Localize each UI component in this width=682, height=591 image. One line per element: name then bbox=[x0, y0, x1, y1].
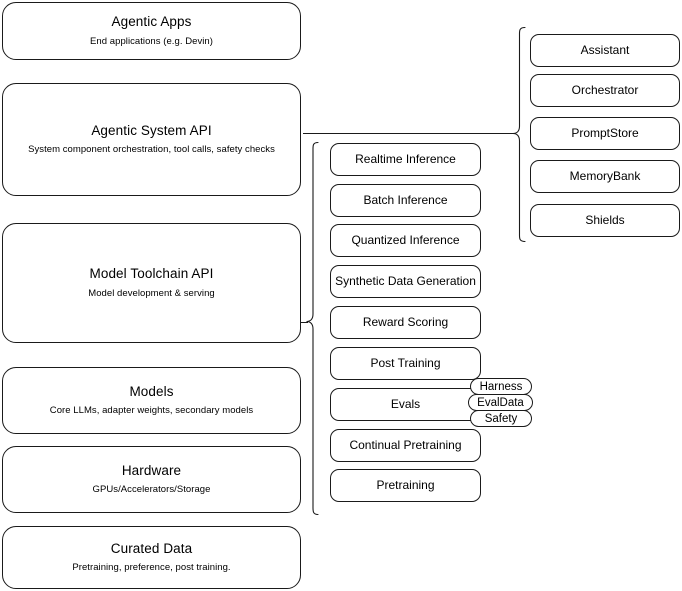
component-synthetic-data-generation[interactable]: Synthetic Data Generation bbox=[330, 265, 481, 298]
component-label: MemoryBank bbox=[569, 169, 641, 184]
component-label: Quantized Inference bbox=[351, 233, 460, 248]
component-memorybank[interactable]: MemoryBank bbox=[530, 160, 680, 193]
system-components-brace bbox=[512, 26, 526, 244]
component-pretraining[interactable]: Pretraining bbox=[330, 469, 481, 502]
component-label: Reward Scoring bbox=[362, 315, 449, 330]
component-label: Batch Inference bbox=[363, 193, 448, 208]
component-reward-scoring[interactable]: Reward Scoring bbox=[330, 306, 481, 339]
component-quantized-inference[interactable]: Quantized Inference bbox=[330, 224, 481, 257]
component-label: Realtime Inference bbox=[355, 152, 456, 167]
toolchain-components-brace bbox=[303, 141, 319, 517]
layer-subtitle: End applications (e.g. Devin) bbox=[90, 35, 213, 47]
layer-curated-data: Curated Data Pretraining, preference, po… bbox=[2, 526, 301, 589]
component-shields[interactable]: Shields bbox=[530, 204, 680, 237]
layer-title: Agentic Apps bbox=[111, 14, 192, 30]
component-realtime-inference[interactable]: Realtime Inference bbox=[330, 143, 481, 176]
evals-subcomponent-label: Safety bbox=[484, 412, 518, 425]
layer-title: Curated Data bbox=[110, 540, 193, 556]
layer-subtitle: Model development & serving bbox=[88, 287, 215, 299]
system-api-connector-line bbox=[303, 133, 515, 134]
evals-subcomponent-harness[interactable]: Harness bbox=[470, 378, 532, 395]
component-label: Continual Pretraining bbox=[349, 438, 462, 453]
layer-subtitle: GPUs/Accelerators/Storage bbox=[92, 484, 211, 496]
evals-subcomponent-safety[interactable]: Safety bbox=[470, 410, 532, 427]
layer-title: Model Toolchain API bbox=[89, 266, 214, 282]
layer-title: Hardware bbox=[121, 462, 182, 478]
layer-models: Models Core LLMs, adapter weights, secon… bbox=[2, 367, 301, 434]
layer-agentic-system-api: Agentic System API System component orch… bbox=[2, 83, 301, 196]
component-label: Evals bbox=[390, 397, 421, 412]
component-evals[interactable]: Evals bbox=[330, 388, 481, 421]
component-promptstore[interactable]: PromptStore bbox=[530, 117, 680, 150]
evals-subcomponent-label: EvalData bbox=[477, 396, 524, 409]
layer-subtitle: System component orchestration, tool cal… bbox=[28, 144, 275, 156]
component-label: Pretraining bbox=[376, 478, 435, 493]
component-label: Orchestrator bbox=[571, 83, 639, 98]
layer-subtitle: Core LLMs, adapter weights, secondary mo… bbox=[49, 405, 254, 417]
component-label: Post Training bbox=[370, 356, 441, 371]
layer-agentic-apps: Agentic Apps End applications (e.g. Devi… bbox=[2, 2, 301, 60]
component-label: Synthetic Data Generation bbox=[335, 274, 476, 289]
component-label: PromptStore bbox=[571, 126, 639, 141]
layer-title: Models bbox=[129, 383, 174, 399]
evals-subcomponent-label: Harness bbox=[479, 380, 523, 393]
component-continual-pretraining[interactable]: Continual Pretraining bbox=[330, 429, 481, 462]
component-label: Assistant bbox=[580, 43, 630, 58]
evals-subcomponent-evaldata[interactable]: EvalData bbox=[468, 394, 533, 411]
component-assistant[interactable]: Assistant bbox=[530, 34, 680, 67]
layer-subtitle: Pretraining, preference, post training. bbox=[72, 562, 231, 574]
layer-title: Agentic System API bbox=[91, 122, 212, 138]
toolchain-api-connector-line bbox=[300, 322, 308, 323]
component-post-training[interactable]: Post Training bbox=[330, 347, 481, 380]
component-batch-inference[interactable]: Batch Inference bbox=[330, 184, 481, 217]
component-orchestrator[interactable]: Orchestrator bbox=[530, 74, 680, 107]
component-label: Shields bbox=[585, 213, 625, 228]
layer-model-toolchain-api: Model Toolchain API Model development & … bbox=[2, 223, 301, 343]
layer-hardware: Hardware GPUs/Accelerators/Storage bbox=[2, 446, 301, 513]
